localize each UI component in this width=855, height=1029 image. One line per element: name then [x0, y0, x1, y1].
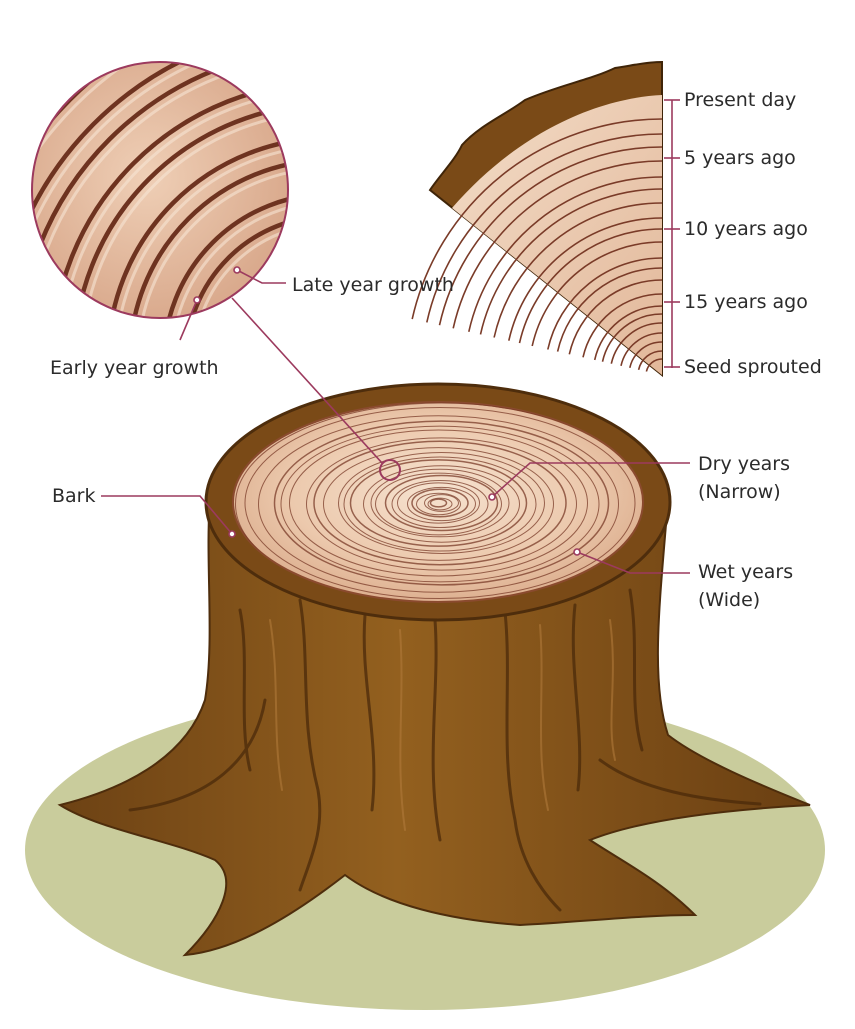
stump-ring: [363, 465, 520, 543]
stump-ring: [384, 474, 499, 532]
bark-crevices: [128, 588, 762, 912]
stump-ring: [411, 488, 469, 518]
stump-ring: [375, 472, 502, 536]
stump-rings: [235, 402, 643, 602]
wedge-ring: [518, 228, 663, 344]
wet-years-subtitle: (Wide): [698, 589, 761, 611]
callout-lines: [101, 266, 690, 574]
stump-ring: [280, 425, 600, 583]
wedge-ring: [438, 146, 663, 326]
dry-years-label: Dry years (Narrow): [698, 450, 790, 506]
bark-dot: [228, 530, 236, 538]
wet-years-leader: [576, 551, 690, 574]
wedge-ring: [601, 313, 663, 362]
wedge-ring: [531, 241, 663, 347]
wet-years-title: Wet years: [698, 561, 794, 583]
stump-ring: [427, 497, 453, 511]
stump-ring: [258, 415, 619, 593]
wet-years-dot: [573, 548, 581, 556]
wedge-ring: [508, 217, 663, 341]
stump-ring: [429, 498, 448, 508]
wedge-ring: [452, 160, 663, 329]
wedge-ring: [629, 341, 663, 368]
dry-years-dot: [488, 493, 496, 501]
dry-years-subtitle: (Narrow): [698, 481, 781, 503]
late-growth-dot: [233, 266, 241, 274]
timeline-ticks: [664, 99, 680, 368]
magnifier-border: [31, 61, 289, 319]
early-growth-dot: [193, 296, 201, 304]
timeline-10-years-ago: 10 years ago: [684, 218, 808, 240]
stump-ring: [323, 447, 554, 561]
stump-ring: [416, 492, 461, 516]
bark-leader: [101, 495, 233, 535]
stump-ring: [343, 456, 537, 552]
wedge-ring: [620, 332, 663, 366]
bark-highlights: [269, 619, 616, 831]
timeline-5-years-ago: 5 years ago: [684, 147, 796, 169]
early-growth-leader: [179, 299, 198, 341]
wedge-ring: [426, 133, 663, 323]
stump-ring: [397, 482, 480, 524]
stump-ring: [338, 452, 545, 554]
stump-ring: [313, 440, 567, 566]
stump-ring: [306, 437, 577, 571]
dry-years-leader: [491, 462, 690, 498]
wedge-ring: [468, 176, 663, 332]
wedge-rings: [411, 118, 663, 372]
wedge-ring: [479, 188, 663, 335]
wedge-ring: [493, 202, 663, 338]
wedge-wood: [452, 95, 662, 375]
stump-ring: [244, 406, 636, 600]
wedge-ring: [593, 305, 663, 361]
wedge-ring: [547, 257, 663, 350]
early-year-growth-label: Early year growth: [50, 357, 219, 379]
stump-ring: [391, 479, 489, 529]
magnifier-connector: [231, 297, 383, 464]
stump-ring: [424, 494, 459, 512]
wet-years-label: Wet years (Wide): [698, 558, 793, 614]
timeline-15-years-ago: 15 years ago: [684, 291, 808, 313]
wedge-ring: [568, 279, 663, 355]
timeline-seed-sprouted: Seed sprouted: [684, 356, 822, 378]
stump-ring: [273, 420, 610, 586]
wedge-ring: [610, 322, 663, 364]
dry-years-title: Dry years: [698, 453, 791, 475]
bark-label: Bark: [52, 485, 96, 507]
stump-ring: [235, 402, 643, 602]
magnified-spot-marker: [379, 459, 401, 481]
wedge-ring: [582, 293, 663, 358]
wedge-ring: [411, 118, 663, 320]
wedge-ring: [556, 267, 663, 352]
stump-ring: [289, 429, 588, 577]
timeline-present-day: Present day: [684, 89, 797, 111]
wedge-ring: [645, 358, 663, 372]
wedge-ring: [637, 350, 663, 371]
stump-ring: [349, 459, 528, 547]
stump-top-wood: [232, 401, 644, 603]
stump-ring: [370, 468, 510, 538]
stump-ring: [407, 486, 476, 522]
late-year-growth-label: Late year growth: [292, 274, 454, 296]
late-growth-leader: [236, 269, 286, 284]
